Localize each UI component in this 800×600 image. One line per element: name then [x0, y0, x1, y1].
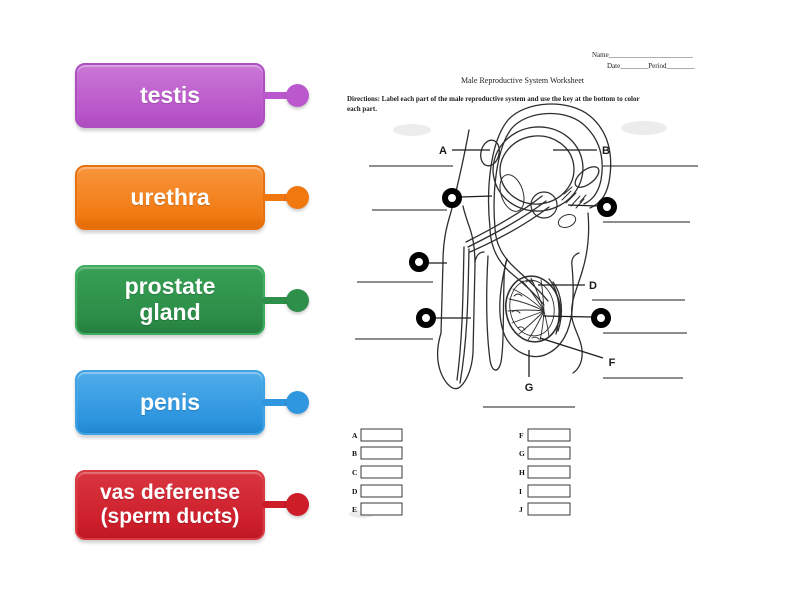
- drop-circles: [409, 188, 617, 328]
- label-text: prostate gland: [124, 273, 216, 325]
- key-letter: H: [519, 468, 525, 477]
- drop-circle[interactable]: [591, 308, 611, 328]
- key-letter: B: [352, 449, 357, 458]
- worksheet-diagram: A B D F G A B C D E F G H I J: [349, 103, 698, 518]
- directions-line-1: Directions: Label each part of the male …: [347, 95, 640, 103]
- drop-circle[interactable]: [416, 308, 436, 328]
- worksheet-date-period-line: Date________Period________: [607, 62, 695, 70]
- label-tile-prostate-gland[interactable]: prostate gland: [75, 265, 265, 335]
- leader-lines: [428, 149, 604, 377]
- diagram-letter: F: [609, 357, 616, 369]
- worksheet-name-line: Name________________________: [592, 51, 693, 59]
- diagram-letter: G: [525, 382, 534, 394]
- label-text: testis: [139, 81, 201, 108]
- label-text: penis: [139, 388, 201, 415]
- connector-stub: [262, 297, 289, 304]
- label-text: vas deferense (sperm ducts): [99, 481, 241, 528]
- label-tile-penis[interactable]: penis: [75, 370, 265, 435]
- label-text: urethra: [130, 183, 210, 210]
- worksheet-title: Male Reproductive System Worksheet: [461, 76, 584, 85]
- anatomy-drawing: [436, 103, 612, 390]
- key-letter: I: [519, 487, 522, 496]
- key-letter: A: [352, 431, 358, 440]
- diagram-letter: B: [602, 145, 610, 157]
- diagram-letter: D: [589, 280, 597, 292]
- drop-circle[interactable]: [442, 188, 462, 208]
- label-tile-urethra[interactable]: urethra: [75, 165, 265, 230]
- blank-answer-lines: [355, 165, 698, 408]
- key-letter: D: [352, 487, 358, 496]
- drop-circle[interactable]: [409, 252, 429, 272]
- diagram-letters: A B D F G: [439, 145, 616, 394]
- diagram-letter: A: [439, 145, 447, 157]
- label-tile-testis[interactable]: testis: [75, 63, 265, 128]
- connector-stub: [262, 194, 289, 201]
- key-letter: J: [519, 505, 523, 514]
- connector-dot[interactable]: [286, 493, 309, 516]
- key-letter: E: [352, 505, 357, 514]
- connector-dot[interactable]: [286, 186, 309, 209]
- key-letter: F: [519, 431, 524, 440]
- connector-dot[interactable]: [286, 84, 309, 107]
- connector-dot[interactable]: [286, 391, 309, 414]
- connector-stub: [262, 92, 289, 99]
- answer-key: A B C D E F G H I J: [352, 428, 571, 516]
- key-letter: C: [352, 468, 357, 477]
- connector-stub: [262, 399, 289, 406]
- drop-circle[interactable]: [597, 197, 617, 217]
- label-tile-vas-deferense[interactable]: vas deferense (sperm ducts): [75, 470, 265, 540]
- key-letter: G: [519, 449, 525, 458]
- connector-stub: [262, 501, 289, 508]
- connector-dot[interactable]: [286, 289, 309, 312]
- directions-line-2: each part.: [347, 105, 377, 113]
- worksheet-directions: Directions: Label each part of the male …: [347, 94, 640, 114]
